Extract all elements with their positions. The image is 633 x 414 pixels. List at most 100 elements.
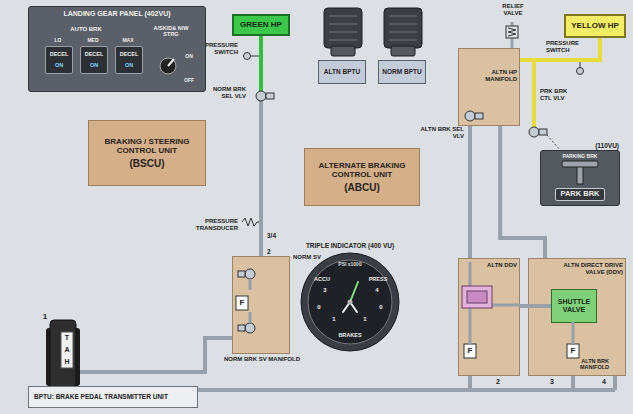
note-box: BPTU: BRAKE PEDAL TRANSMITTER UNIT	[28, 386, 198, 408]
manifold-pipe	[469, 308, 472, 344]
node-text: ALTN BPTU	[324, 68, 360, 75]
part-label: A/SKID& N/W STRG	[148, 25, 194, 38]
node-text: NORM BRK SV MANIFOLD	[213, 356, 311, 363]
part-label: PRESSURE SWITCH	[546, 40, 586, 54]
part-label: F	[236, 298, 248, 307]
part-label: 4	[600, 378, 608, 386]
park-brake-handle	[562, 161, 598, 184]
wheel-brake	[46, 320, 80, 394]
valve-symbol	[529, 127, 539, 137]
relief-valve-symbol	[506, 22, 518, 48]
part-label: 0	[316, 304, 322, 311]
yellow-pressure-line	[534, 60, 535, 127]
valve-symbol	[245, 269, 255, 279]
brake-pedal	[391, 46, 415, 56]
green-pressure-line	[261, 36, 262, 92]
node-text: TRIPLE INDICATOR (400 VU)	[285, 242, 415, 249]
manifold-pipe	[249, 312, 252, 323]
pedal-unit: NORM BPTU	[378, 60, 426, 84]
valve-symbol	[266, 93, 274, 99]
part-label: OFF	[181, 78, 197, 84]
pressure-transducer-symbol	[242, 218, 259, 226]
part-label: ALTN BRK MANIFOLD	[577, 358, 609, 371]
part-label: NORM BRK SEL VLV	[206, 86, 246, 100]
part-label: 4	[374, 287, 380, 294]
part-label: AUTO BRK	[64, 26, 108, 33]
part-label: 1	[362, 316, 368, 323]
pressure-switch-symbol	[244, 53, 584, 75]
brake-pedal	[384, 8, 422, 48]
part-label: 1	[331, 316, 337, 323]
hydraulic-source: YELLOW HP	[564, 14, 626, 38]
part-label: NORM SV	[293, 254, 321, 261]
part-label: PRESS	[366, 276, 390, 282]
pressure-transducer-symbol	[242, 218, 259, 226]
hydraulic-line	[520, 38, 600, 60]
valve-symbol	[245, 323, 255, 333]
part-label: MED	[81, 38, 105, 44]
push-button: DECELON	[80, 46, 108, 74]
pressure-switch-symbol	[580, 62, 581, 67]
green-pressure-line	[259, 36, 263, 92]
brake-pedal	[384, 8, 422, 56]
hydraulic-line	[259, 36, 263, 256]
part-label: RELIEF VALVE	[493, 3, 533, 17]
manifold-pipe	[492, 304, 520, 307]
pressure-switch-symbol	[244, 53, 251, 60]
node-text: ON	[116, 62, 142, 68]
wheel-brake	[61, 332, 73, 368]
node-text: GREEN HP	[240, 20, 282, 29]
node-text: BRAKING / STEERING CONTROL UNIT	[93, 137, 201, 155]
hydraulic-source: GREEN HP	[232, 14, 290, 36]
panel: DECELONDECELONDECELONLANDING GEAR PANEL …	[28, 6, 206, 92]
part-label: 3/4	[267, 232, 283, 239]
push-button: DECELON	[45, 46, 73, 74]
node-text: ON	[81, 62, 107, 68]
node-text: PARK BRK	[555, 188, 605, 201]
filter-symbol	[236, 296, 579, 358]
gauge-needle	[350, 282, 358, 302]
brake-pedal	[389, 32, 417, 33]
manifold-pipe	[572, 322, 575, 344]
gauge-needle	[343, 282, 358, 312]
part-label: PRESSURE TRANSDUCER	[188, 218, 238, 232]
shuttle-valve: SHUTTLE VALVE	[551, 289, 597, 323]
wheel-brake	[50, 320, 76, 394]
part-label: 1	[40, 312, 50, 321]
node-text: BPTU: BRAKE PEDAL TRANSMITTER UNIT	[34, 393, 168, 400]
part-label: PSI x1000	[330, 262, 370, 268]
filter-symbol	[236, 296, 248, 310]
direct-drive-valve-symbol	[467, 291, 487, 303]
part-label: 2	[494, 378, 502, 386]
node-text: YELLOW HP	[571, 21, 619, 30]
part-label: 2	[267, 248, 277, 255]
part-label: H	[62, 358, 72, 366]
valve-symbol	[465, 111, 475, 121]
filter-symbol	[567, 344, 579, 358]
node-text: LANDING GEAR PANEL (402VU)	[29, 10, 205, 18]
part-label: ALTN BRK SEL VLV	[418, 126, 464, 140]
control-unit: BRAKING / STEERING CONTROL UNIT (BSCU)	[88, 120, 206, 186]
part-label: BRAKES	[335, 332, 365, 338]
pressure-switch-symbol	[251, 56, 259, 57]
node-text: ALTERNATE BRAKING CONTROL UNIT	[309, 161, 415, 179]
auto-brake-selector-knob	[160, 58, 176, 74]
pressure-switch-symbol	[577, 68, 584, 75]
auto-brake-selector-knob	[168, 59, 174, 66]
auto-brake-selector-knob	[160, 58, 176, 74]
park-brake-handle	[562, 161, 598, 167]
brake-pedal	[331, 46, 355, 56]
node-text: (BSCU)	[130, 158, 165, 170]
brake-pedal	[329, 32, 357, 33]
pedal-unit: ALTN BPTU	[318, 60, 366, 84]
node-text: ON	[46, 62, 72, 68]
valve-symbol	[539, 129, 547, 135]
valve-symbol	[238, 91, 547, 333]
gauge-bezel	[301, 253, 399, 351]
valve-symbol	[256, 91, 266, 101]
gauge-needle	[348, 300, 353, 305]
electrical-link	[547, 135, 560, 150]
part-label: F	[567, 346, 579, 355]
